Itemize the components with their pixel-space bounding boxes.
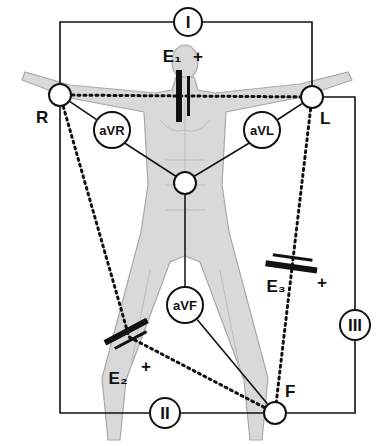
battery-label: E₂: [109, 370, 128, 387]
battery-plate: [114, 330, 147, 350]
lead-wire: [70, 102, 96, 120]
battery-symbol: [176, 70, 190, 122]
battery-plate: [176, 70, 182, 122]
lead-circle: I: [173, 7, 203, 37]
electrode-circle: R: [48, 83, 72, 107]
body: [22, 72, 352, 440]
lead-wire: [60, 107, 149, 413]
battery-label: E₁: [163, 48, 181, 65]
hub-wire: [123, 142, 177, 177]
battery-symbol: [265, 252, 318, 273]
lead-wire: [324, 97, 355, 309]
polarity-sign: +: [317, 274, 327, 291]
hub-wires: [123, 142, 251, 286]
lead-label: aVR: [99, 124, 124, 137]
lead-wire: [181, 412, 263, 414]
lead-label: aVL: [250, 124, 274, 137]
battery-plate: [187, 76, 190, 116]
lead-wire: [287, 341, 355, 413]
lead-wire: [203, 22, 312, 85]
hub-wire: [193, 142, 251, 177]
lead-circle: II: [149, 397, 181, 429]
lead-label: I: [186, 14, 191, 31]
triangle-lead-line: [72, 95, 300, 97]
lead-label: III: [348, 317, 362, 334]
lead-circle: III: [339, 309, 371, 341]
electrode-label: R: [34, 109, 50, 126]
electrode-circle: F: [263, 401, 287, 425]
triangle-lead-line: [63, 107, 264, 408]
battery-plate: [273, 253, 313, 262]
battery-plate: [265, 260, 317, 273]
polarity-sign: +: [141, 358, 151, 375]
lead-label: aVF: [173, 299, 197, 312]
lead-circle: aVR: [93, 111, 131, 149]
polarity-sign: +: [193, 48, 203, 65]
electrode-label: L: [318, 110, 332, 127]
hub-wire: [184, 194, 186, 286]
lead-circle: aVL: [243, 111, 281, 149]
lead-wire: [278, 104, 302, 120]
lead-wire: [60, 22, 173, 83]
lead-circle: aVF: [166, 286, 204, 324]
electrode-circle: L: [300, 85, 324, 109]
central-terminal: [174, 172, 196, 194]
human-figure: [22, 45, 352, 440]
muscle-lines: [130, 100, 240, 370]
battery-label: E₃: [266, 278, 285, 295]
battery-symbol: [104, 318, 153, 353]
lead-label: II: [160, 405, 169, 422]
electrode-label: F: [283, 383, 297, 400]
